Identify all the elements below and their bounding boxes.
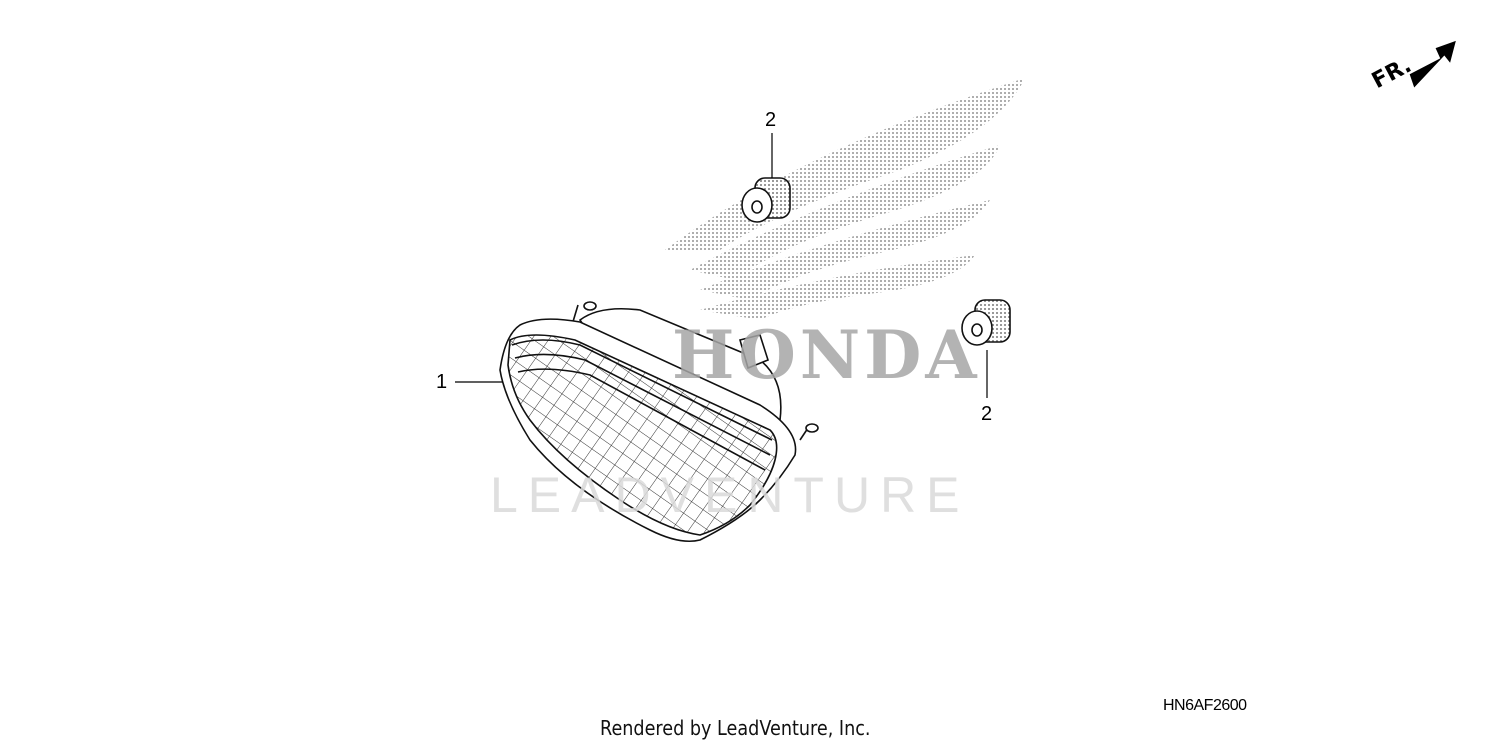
callout-1[interactable]: 1 [436,371,448,393]
honda-wing-watermark: HONDA [672,316,981,394]
lamp-assembly[interactable] [499,301,819,543]
callout-2-upper[interactable]: 2 [765,109,777,131]
leadventure-watermark: LEADVENTURE [490,467,970,523]
diagram-code: HN6AF2600 [1163,697,1247,714]
footer-credit: Rendered by LeadVenture, Inc. [600,716,871,740]
callout-2-lower[interactable]: 2 [981,403,993,425]
grommet-lower[interactable] [961,299,1011,346]
grommet-upper[interactable] [741,177,791,223]
honda-wing-watermark-shape [665,78,1025,320]
front-direction-arrow-icon [1409,40,1456,88]
